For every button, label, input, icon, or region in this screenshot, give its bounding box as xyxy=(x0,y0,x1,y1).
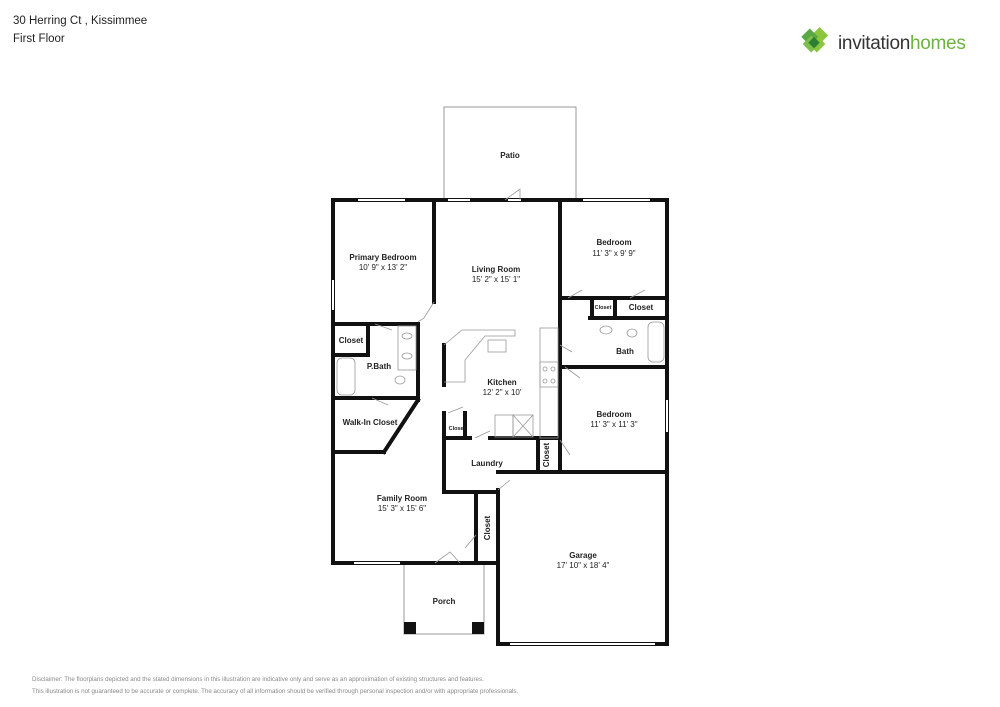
label-bedroom-1: Bedroom xyxy=(596,238,631,247)
door-swings xyxy=(371,188,646,564)
disclaimer-line-2: This illustration is not guaranteed to b… xyxy=(32,688,519,695)
label-p-bath: P.Bath xyxy=(367,362,391,371)
label-closet-primary: Closet xyxy=(339,336,364,345)
dims-primary-bedroom: 10' 9" x 13' 2" xyxy=(359,263,407,272)
logo-wordmark: invitationhomes xyxy=(838,33,966,54)
label-living-room: Living Room xyxy=(472,265,520,274)
porch xyxy=(403,562,485,635)
label-patio: Patio xyxy=(500,151,520,160)
label-porch: Porch xyxy=(433,597,456,606)
label-primary-bedroom: Primary Bedroom xyxy=(349,253,416,262)
dims-bedroom-2: 11' 3" x 11' 3" xyxy=(590,420,637,429)
header: 30 Herring Ct , Kissimmee First Floor xyxy=(13,12,147,48)
dims-bedroom-1: 11' 3" x 9' 9" xyxy=(592,249,635,258)
label-closet-bedroom: Closet xyxy=(629,303,654,312)
label-kitchen: Kitchen xyxy=(487,378,516,387)
label-closet-kitchen: Closet xyxy=(449,426,466,432)
windows xyxy=(332,199,668,645)
label-garage: Garage xyxy=(569,551,597,560)
disclaimer: Disclaimer: The floorplans depicted and … xyxy=(32,674,518,698)
label-walk-in-closet: Walk-In Closet xyxy=(343,418,398,427)
dims-family-room: 15' 3" x 15' 6" xyxy=(378,504,426,513)
label-closet-small: Closet xyxy=(595,305,612,311)
dims-living-room: 15' 2" x 15' 1" xyxy=(472,275,520,284)
floor-label: First Floor xyxy=(13,33,65,45)
label-closet-hall: Closet xyxy=(542,442,551,467)
dims-garage: 17' 10" x 18' 4" xyxy=(557,561,610,570)
disclaimer-line-1: Disclaimer: The floorplans depicted and … xyxy=(32,676,484,683)
invitation-homes-logo: invitationhomes xyxy=(796,24,966,64)
label-bath: Bath xyxy=(616,347,634,356)
clover-logo-icon xyxy=(801,27,829,53)
dims-kitchen: 12' 2" x 10' xyxy=(483,388,522,397)
fixtures xyxy=(336,321,665,439)
label-closet-entry: Closet xyxy=(483,515,492,540)
label-laundry: Laundry xyxy=(471,459,503,468)
label-family-room: Family Room xyxy=(377,494,427,503)
address: 30 Herring Ct , Kissimmee xyxy=(13,15,148,27)
label-bedroom-2: Bedroom xyxy=(596,410,631,419)
